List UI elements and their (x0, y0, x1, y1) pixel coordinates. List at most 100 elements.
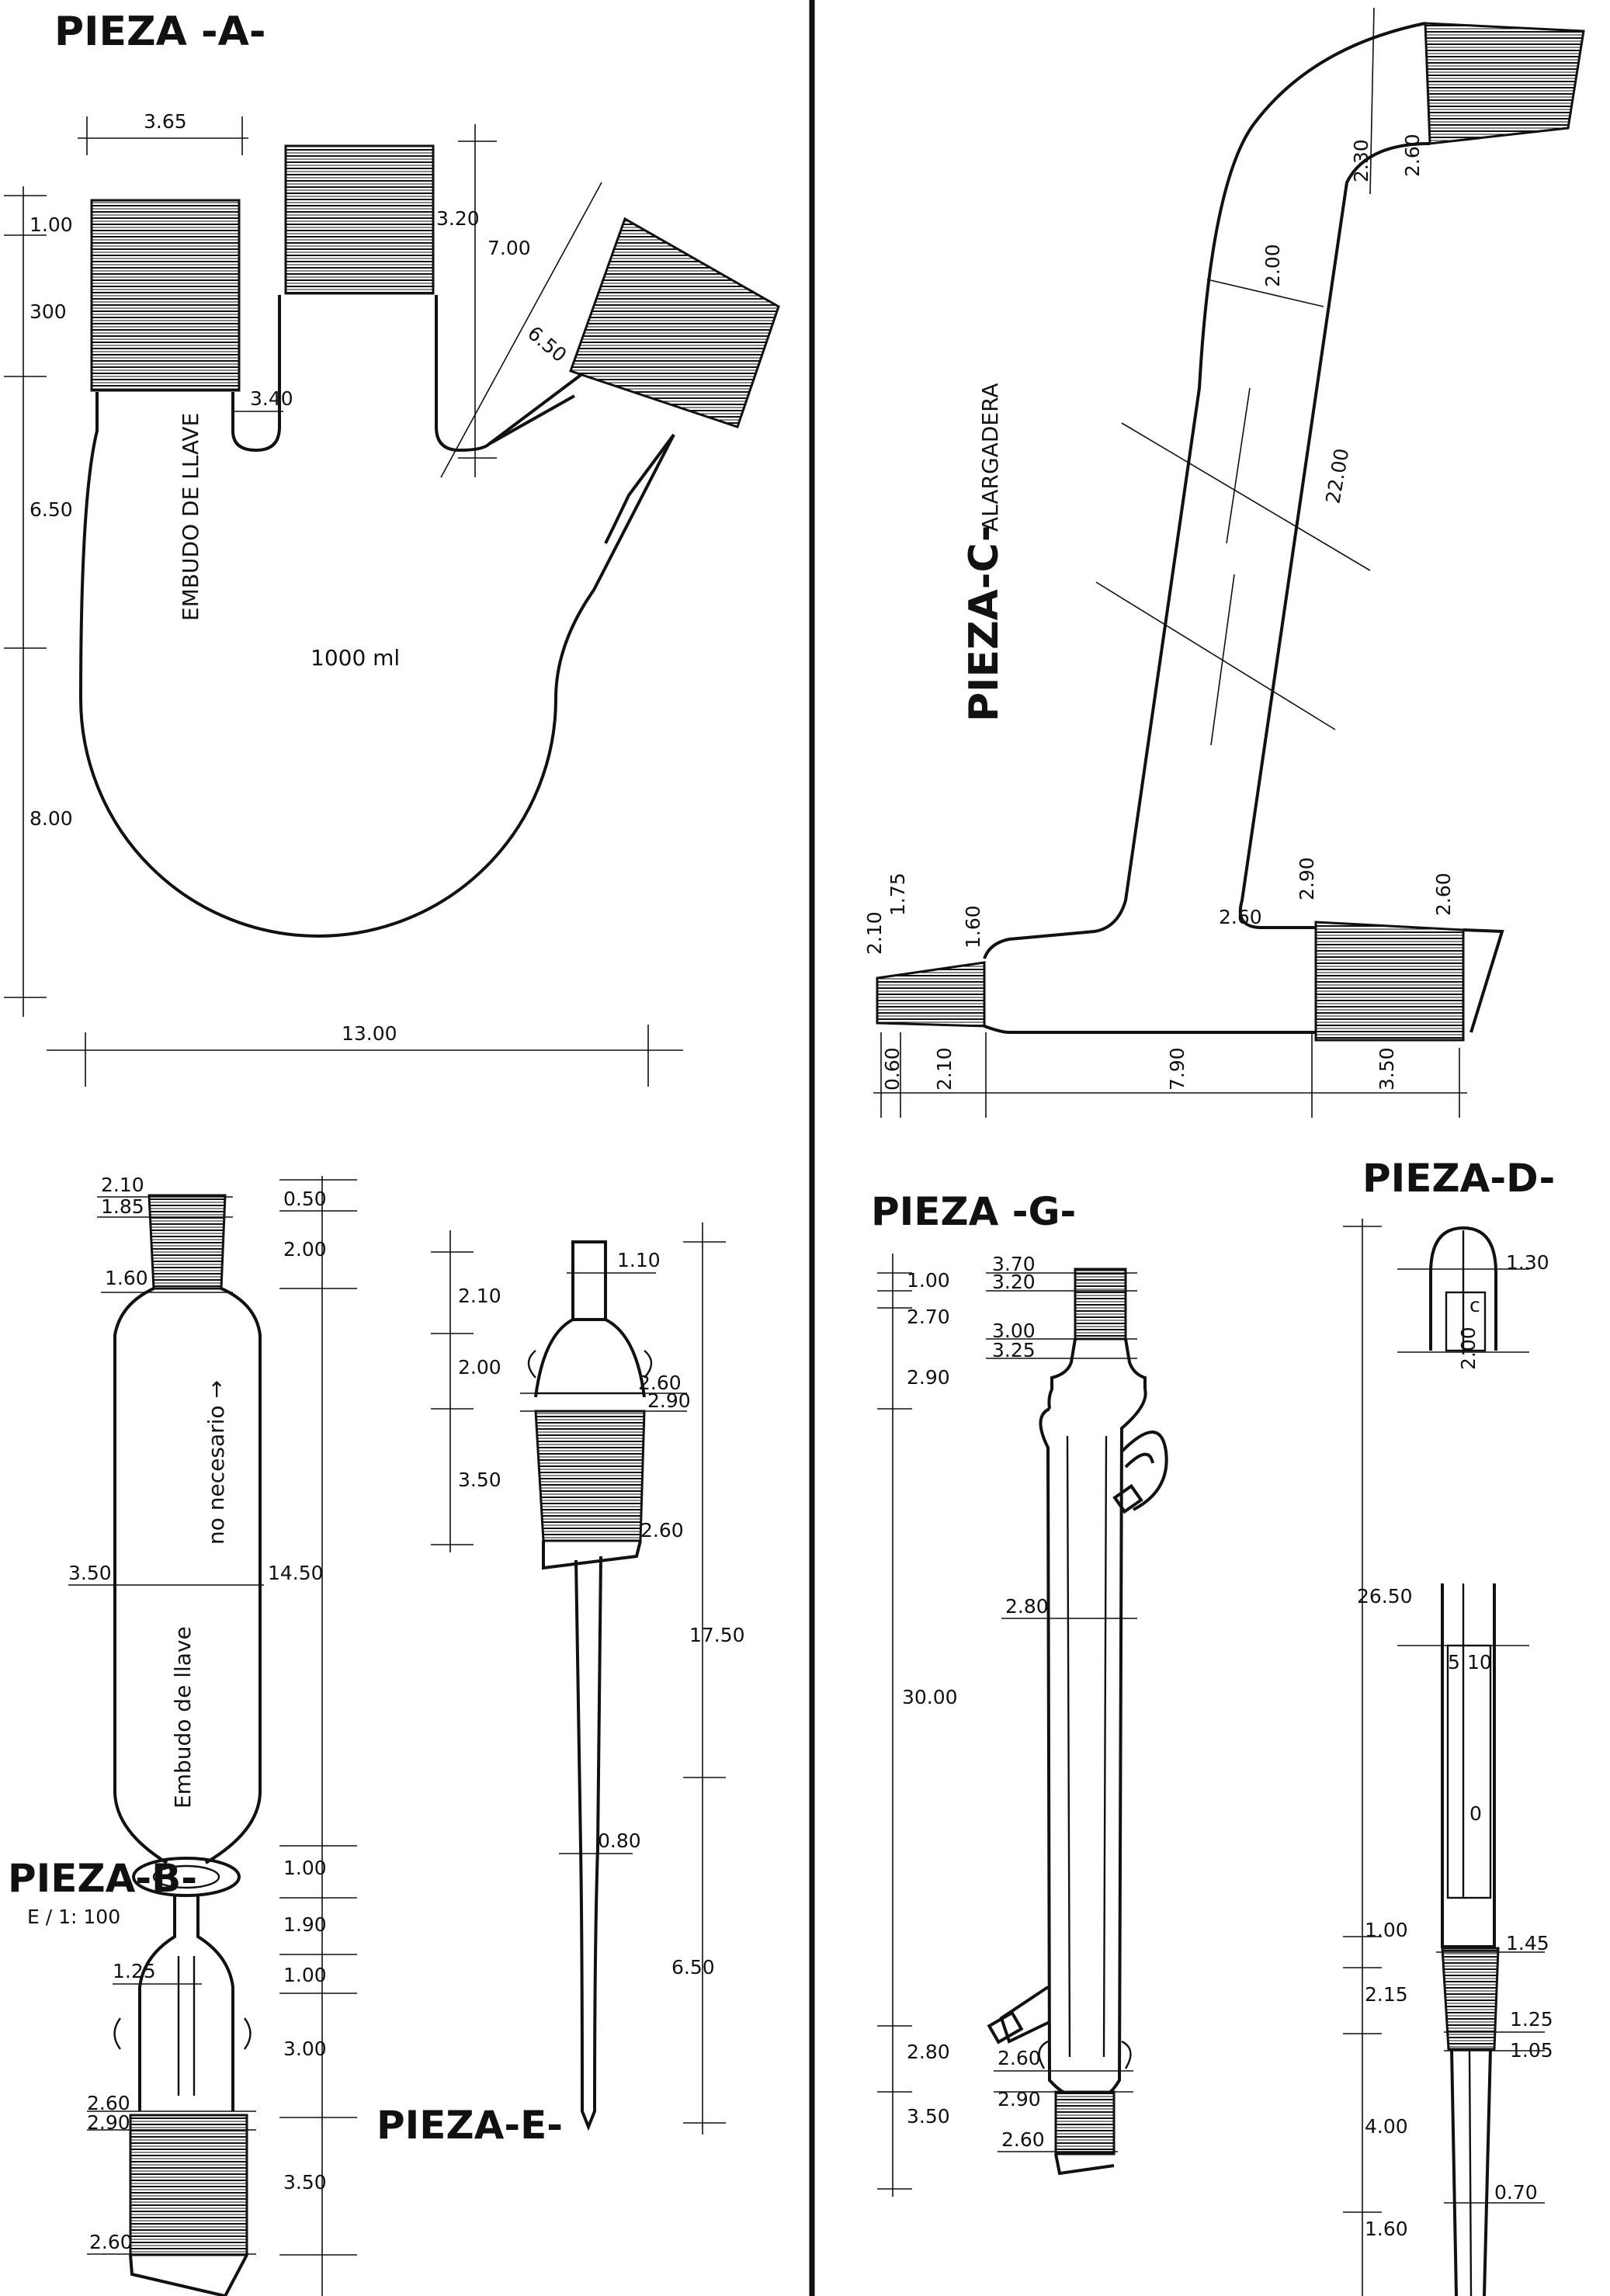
pieza-e-dim-1750: 17.50 (689, 1624, 745, 1646)
pieza-d-dim-125: 1.25 (1510, 2008, 1553, 2031)
pieza-c: PIEZA-C- ALARGADERA 2.30 2.60 2.00 22.00… (863, 7, 1585, 1118)
pieza-a-dim-650: 6.50 (29, 498, 73, 521)
pieza-e-dim-260b: 2.60 (640, 1519, 684, 1542)
pieza-b-dim-190: 1.90 (283, 1913, 327, 1936)
pieza-b-dim-100b: 1.00 (283, 1964, 327, 1986)
pieza-b-dim-210: 2.10 (101, 1174, 144, 1196)
pieza-a-flask (78, 144, 780, 938)
pieza-b: PIEZA-B- E / 1: 100 2.10 1.85 1.60 3.50 (8, 1174, 357, 2296)
pieza-e-dimensions: 2.10 2.00 3.50 1.10 2.60 2.90 2.60 0.80 … (431, 1223, 745, 2135)
pieza-a-dim-800: 8.00 (29, 807, 73, 830)
pieza-d-dim-200: 2.00 (1457, 1327, 1480, 1370)
pieza-c-dim-290: 2.90 (1296, 857, 1318, 900)
pieza-g-dim-350: 3.50 (907, 2105, 950, 2128)
pieza-e-dim-110: 1.10 (617, 1249, 661, 1271)
pieza-b-dim-260b: 2.60 (89, 2231, 133, 2253)
pieza-c-dim-2200: 22.00 (1321, 447, 1353, 506)
pieza-b-dim-1450: 14.50 (268, 1562, 324, 1584)
pieza-c-dim-790: 7.90 (1166, 1047, 1188, 1091)
pieza-c-dim-230: 2.30 (1350, 139, 1372, 182)
pieza-d-dim-215: 2.15 (1365, 1983, 1408, 2006)
pieza-a-title: PIEZA -A- (54, 9, 265, 55)
pieza-b-dim-350b: 3.50 (283, 2171, 327, 2194)
pieza-d-mark-zero: 0 (1469, 1802, 1482, 1825)
pieza-b-scale: E / 1: 100 (27, 1906, 120, 1928)
pieza-b-dim-125: 1.25 (113, 1960, 156, 1982)
pieza-c-dim-210b: 2.10 (933, 1047, 956, 1091)
pieza-d-dim-145: 1.45 (1506, 1932, 1549, 1954)
pieza-d: PIEZA-D- 26.50 1. (1343, 1156, 1555, 2296)
pieza-g-dim-260b: 2.60 (1001, 2128, 1045, 2151)
pieza-a-label-embudo: EMBUDO DE LLAVE (178, 413, 203, 621)
pieza-c-dim-160: 1.60 (962, 905, 984, 949)
pieza-d-dim-400: 4.00 (1365, 2115, 1408, 2138)
pieza-c-subtitle: ALARGADERA (977, 383, 1003, 532)
pieza-e-stopper (527, 1240, 653, 2131)
pieza-d-dim-130: 1.30 (1506, 1251, 1549, 1274)
pieza-g-dim-300: 3.00 (992, 1320, 1036, 1342)
pieza-g-dim-260: 2.60 (998, 2047, 1041, 2069)
pieza-e-dim-200: 2.00 (458, 1356, 501, 1379)
pieza-c-dim-260top: 2.60 (1401, 134, 1424, 177)
pieza-c-dim-260b: 2.60 (1432, 872, 1455, 916)
pieza-d-dim-2650: 26.50 (1357, 1585, 1413, 1608)
pieza-b-dim-200: 2.00 (283, 1238, 327, 1261)
pieza-e-dim-260: 2.60 (638, 1372, 682, 1394)
pieza-b-dimensions: 2.10 1.85 1.60 3.50 1.25 2.60 2.90 2.60 (68, 1174, 357, 2296)
pieza-e-dim-350: 3.50 (458, 1469, 501, 1491)
pieza-a-dim-1300: 13.00 (342, 1022, 397, 1045)
pieza-g-dim-320: 3.20 (992, 1271, 1036, 1293)
pieza-b-label-no-necesario: no necesario → (203, 1380, 229, 1545)
pieza-d-mark-ten: 10 (1467, 1651, 1492, 1673)
pieza-d-dim-070: 0.70 (1494, 2181, 1538, 2204)
pieza-c-adapter (876, 22, 1585, 1042)
pieza-c-dim-210a: 2.10 (863, 911, 886, 955)
pieza-c-dim-350: 3.50 (1376, 1047, 1398, 1091)
pieza-e: PIEZA-E- 2.10 2.00 3.50 1.10 2.60 2.90 (376, 1223, 745, 2148)
pieza-a-dim-340: 3.40 (250, 387, 293, 410)
pieza-b-dim-350: 3.50 (68, 1562, 112, 1584)
pieza-b-dim-100a: 1.00 (283, 1857, 327, 1879)
pieza-g-dim-290: 2.90 (907, 1366, 950, 1389)
pieza-d-mark-c: c (1469, 1294, 1480, 1316)
pieza-b-dim-160: 1.60 (105, 1267, 148, 1289)
pieza-g-dim-280: 2.80 (1005, 1595, 1049, 1618)
pieza-a-volume: 1000 ml (311, 645, 400, 671)
pieza-g-dim-100: 1.00 (907, 1269, 950, 1292)
pieza-g: PIEZA -G- (871, 1189, 1168, 2197)
pieza-g-dim-370: 3.70 (992, 1253, 1036, 1275)
pieza-b-dim-185: 1.85 (101, 1195, 144, 1218)
pieza-b-label-embudo: Embudo de llave (170, 1626, 196, 1809)
pieza-c-dim-200: 2.00 (1261, 244, 1284, 287)
pieza-g-title: PIEZA -G- (871, 1189, 1076, 1234)
pieza-a-dim-700: 7.00 (488, 237, 531, 259)
pieza-d-mark-five: 5 (1448, 1651, 1460, 1673)
pieza-d-pipette (1397, 1226, 1529, 2296)
pieza-c-title: PIEZA-C- (961, 525, 1008, 722)
pieza-g-dimensions: 1.00 2.70 2.90 30.00 2.80 3.50 3.70 3.20… (877, 1253, 1137, 2197)
pieza-g-condenser (987, 1268, 1168, 2176)
pieza-c-dim-060: 0.60 (881, 1047, 904, 1091)
pieza-a-dimensions: 3.65 1.00 300 6.50 8.00 3.20 7.00 6.50 3… (4, 110, 683, 1087)
pieza-e-title: PIEZA-E- (376, 2103, 563, 2148)
pieza-c-dim-260a: 2.60 (1219, 906, 1262, 928)
pieza-b-dim-260a: 2.60 (87, 2092, 130, 2114)
pieza-b-dim-300: 3.00 (283, 2038, 327, 2060)
pieza-a: PIEZA -A- 3.65 (4, 9, 780, 1087)
pieza-b-funnel (113, 1194, 262, 2296)
pieza-c-dim-175: 1.75 (887, 872, 909, 916)
pieza-g-dim-280b: 2.80 (907, 2041, 950, 2063)
pieza-a-dim-365: 3.65 (144, 110, 187, 133)
pieza-d-dim-100: 1.00 (1365, 1919, 1408, 1941)
pieza-g-dim-3000: 30.00 (902, 1686, 958, 1708)
pieza-d-dim-160: 1.60 (1365, 2218, 1408, 2240)
pieza-e-dim-650: 6.50 (671, 1956, 715, 1979)
pieza-a-dim-300: 300 (29, 300, 67, 323)
pieza-d-dimensions: 26.50 1.00 2.15 4.00 1.60 1.30 2.00 1.45… (1343, 1219, 1553, 2296)
pieza-e-dim-210: 2.10 (458, 1285, 501, 1307)
pieza-a-dim-650a: 6.50 (523, 321, 571, 366)
pieza-g-dim-270: 2.70 (907, 1306, 950, 1328)
pieza-g-dim-325: 3.25 (992, 1339, 1036, 1361)
